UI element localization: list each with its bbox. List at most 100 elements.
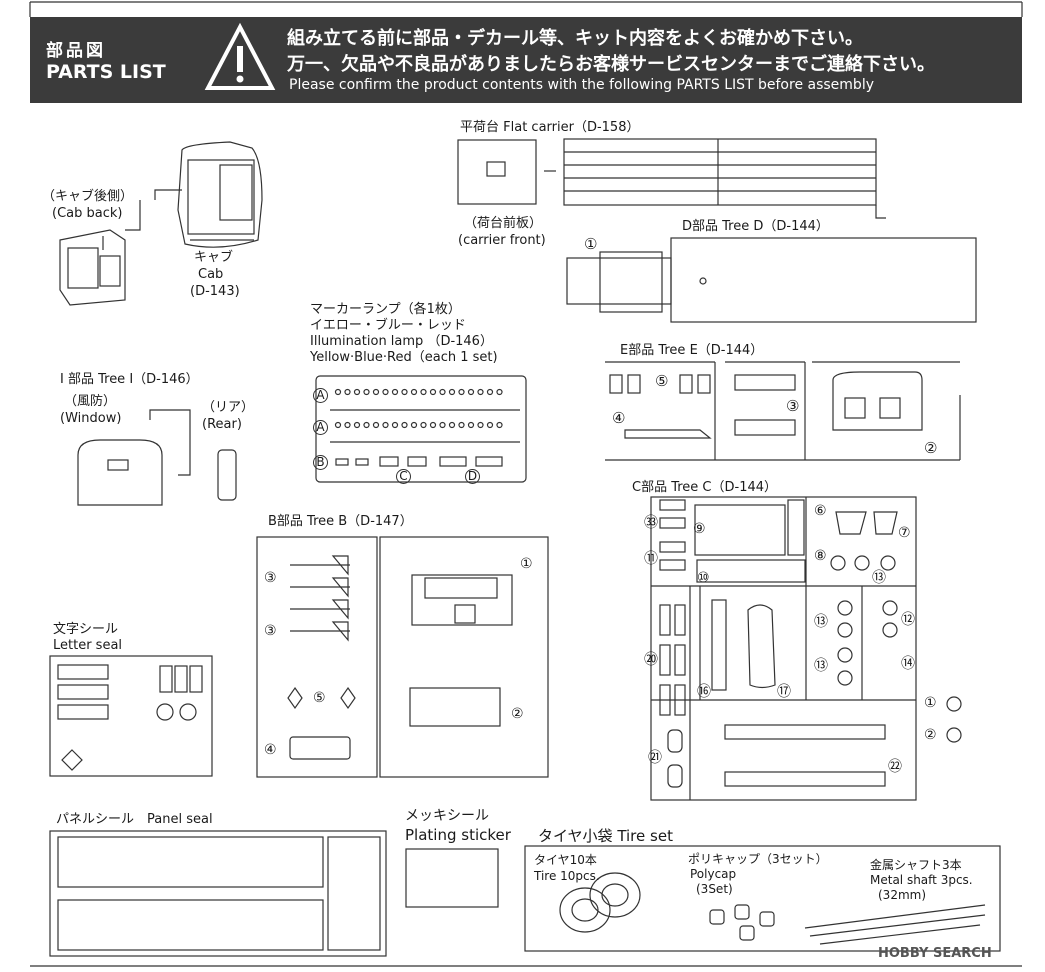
page-title-en: PARTS LIST	[46, 61, 166, 83]
tree-c-m17: ⑰	[777, 684, 791, 700]
lamp-dot	[439, 388, 446, 396]
tree-c-m20: ⑳	[644, 652, 658, 668]
lamp-dot	[401, 421, 408, 429]
lamp-dot	[477, 421, 484, 429]
shaft-label-en: Metal shaft 3pcs.	[870, 873, 973, 887]
header-bar	[30, 17, 1022, 103]
wheel-part	[882, 622, 898, 638]
lamp-dot	[477, 388, 484, 396]
lamp-dot	[382, 388, 389, 396]
plating-sticker-title-jp: メッキシール	[405, 808, 489, 824]
carrier-front-label-jp: （荷台前板）	[464, 216, 543, 231]
tree-e-m5: ⑤	[655, 372, 669, 390]
letter-seal-title-jp: 文字シール	[53, 622, 119, 637]
lamp-dot	[363, 421, 370, 429]
lamp-dot	[448, 388, 456, 396]
lamp-dot	[420, 421, 427, 429]
tree-c-title: C部品 Tree C（D-144）	[632, 480, 778, 495]
marker-lamp-line-2: イエロー・ブルー・レッド	[310, 318, 466, 333]
flat-carrier-title: 平荷台 Flat carrier（D-158）	[460, 120, 640, 135]
carrier-front-label-en: (carrier front)	[458, 233, 546, 248]
lamp-dot	[372, 388, 380, 396]
tire-label-en: Tire 10pcs.	[534, 869, 600, 883]
tree-e-part	[605, 361, 961, 461]
lamp-dot	[353, 421, 361, 429]
shaft-label-jp: 金属シャフト3本	[870, 858, 962, 872]
cab-part	[177, 141, 263, 248]
tree-e-title: E部品 Tree E（D-144）	[620, 343, 764, 358]
lamp-dot	[458, 421, 465, 429]
lamp-dot	[458, 388, 465, 396]
tree-c-m9: ⑨	[693, 521, 706, 537]
marker-lamp-line-1: マーカーランプ（各1枚）	[310, 302, 461, 317]
tree-b-frame	[256, 536, 549, 778]
lamp-dot	[448, 421, 456, 429]
tree-c-m13a: ⑬	[872, 570, 886, 586]
tree-c-m13c: ⑬	[814, 658, 828, 674]
lamp-dot	[496, 421, 503, 429]
tree-c-m33: ㉝	[644, 515, 658, 531]
lamp-dot	[344, 388, 351, 396]
hobbysearch-watermark: HOBBY SEARCH	[878, 946, 992, 961]
panel-seal-title: パネルシール Panel seal	[56, 812, 213, 827]
rear-label-en: (Rear)	[202, 417, 242, 432]
lamp-dot	[353, 388, 361, 396]
lamp-dot	[382, 421, 389, 429]
tree-b-m3a: ③	[264, 570, 277, 586]
tree-c-m12: ⑫	[901, 612, 915, 628]
wheel-part	[854, 555, 870, 571]
cab-back-label-jp: （キャブ後側）	[42, 189, 134, 204]
lamp-dot	[467, 421, 475, 429]
lamp-dot	[429, 388, 437, 396]
notice-jp-2: 万一、欠品や不良品がありましたらお客様サービスセンターまでご連絡下さい。	[287, 54, 935, 75]
tree-c-m21: ㉑	[648, 750, 662, 766]
tree-e-m2: ②	[924, 439, 938, 457]
tree-c-m13b: ⑬	[814, 614, 828, 630]
lamp-dot	[372, 421, 380, 429]
tree-c-m10: ⑩	[697, 570, 710, 586]
tire-set-box	[524, 845, 1001, 952]
lamp-dot	[363, 388, 370, 396]
tree-c-m7: ⑦	[898, 525, 911, 541]
cab-code: (D-143)	[190, 284, 240, 299]
tree-d-marker-1: ①	[584, 235, 598, 253]
plating-sticker-blank	[405, 848, 499, 908]
cab-label-en: Cab	[198, 267, 224, 282]
marker-lamp-line-4: Yellow·Blue·Red（each 1 set)	[310, 350, 498, 365]
wheel-part	[837, 622, 853, 638]
lamp-dot	[391, 388, 399, 396]
lamp-dot	[334, 421, 342, 429]
lamp-dot	[429, 421, 437, 429]
tree-e-m3: ③	[786, 397, 800, 415]
wheel-part	[946, 696, 962, 712]
wheel-part	[880, 555, 896, 571]
cab-label-jp: キャブ	[194, 250, 234, 265]
lamp-marker-a2: A	[313, 420, 328, 435]
letter-seal	[49, 655, 213, 777]
rear-label-jp: （リア）	[202, 400, 255, 415]
tree-c-m14: ⑭	[901, 656, 915, 672]
polycap-qty: (3Set)	[696, 882, 733, 896]
wheel-part	[837, 647, 853, 663]
lamp-dot	[410, 421, 418, 429]
notice-en: Please confirm the product contents with…	[289, 77, 874, 93]
tree-i-part	[77, 409, 237, 506]
notice-jp-1: 組み立てる前に部品・デカール等、キット内容をよくお確かめ下さい。	[287, 28, 863, 49]
tree-c-frame	[650, 496, 917, 801]
lamp-marker-b: B	[313, 455, 328, 470]
tire-set-title: タイヤ小袋 Tire set	[538, 827, 673, 845]
tree-c-m11: ⑪	[644, 551, 658, 567]
wheel-part	[882, 600, 898, 616]
letter-seal-title-en: Letter seal	[53, 638, 123, 653]
tree-d-title: D部品 Tree D（D-144）	[682, 219, 829, 234]
panel-seal	[49, 830, 387, 957]
lamp-marker-a1: A	[313, 388, 328, 403]
lamp-dot	[467, 388, 475, 396]
tree-c-m1: ①	[924, 695, 937, 711]
cab-back-part	[59, 229, 126, 306]
wheel-part	[830, 555, 846, 571]
lamp-dot	[420, 388, 427, 396]
lamp-dot	[439, 421, 446, 429]
lamp-marker-d: D	[465, 469, 480, 484]
polycap-label-en: Polycap	[690, 867, 737, 881]
